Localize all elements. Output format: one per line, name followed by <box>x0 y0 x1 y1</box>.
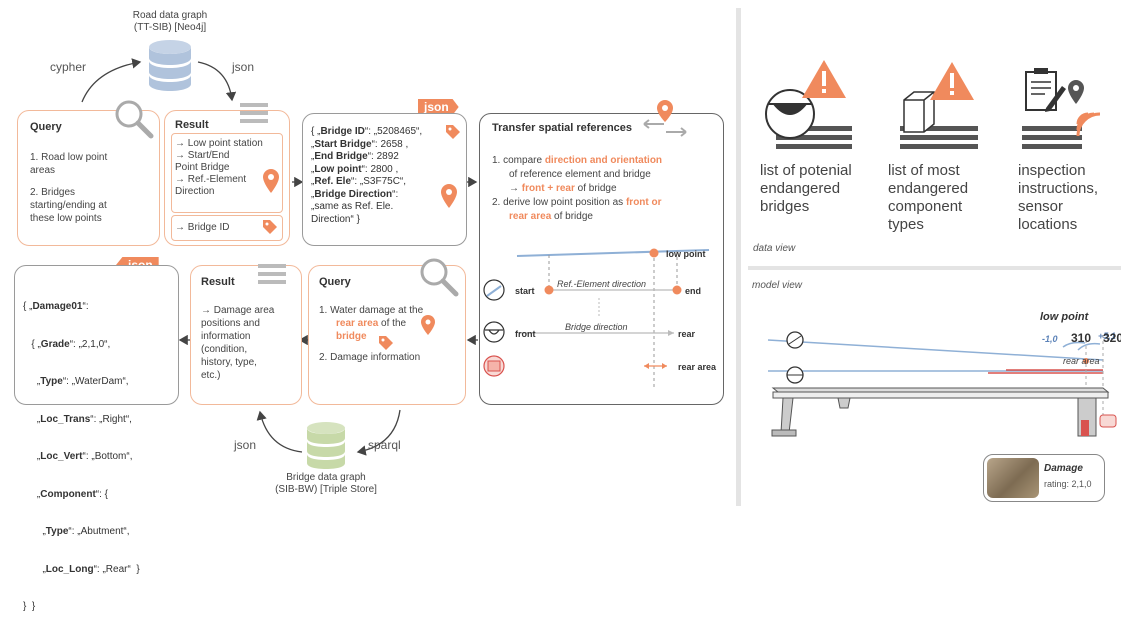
list-icon <box>240 103 268 123</box>
value-pos: +5,1 <box>1098 331 1116 341</box>
front-label: front <box>515 329 536 339</box>
result2-title: Result <box>201 276 235 288</box>
location-pin-icon <box>441 184 457 208</box>
json-tag-top: json <box>418 99 459 115</box>
query-box-bridge: Query 1. Water damage at the rear area o… <box>308 265 466 405</box>
json-box-bridge: { „Damage01“: { „Grade“: „2,1,0“, „Type“… <box>14 265 179 612</box>
result-inner-box <box>171 133 283 213</box>
transfer-box: Transfer spatial references 1. compare d… <box>479 113 724 405</box>
json-box-road: { „Bridge ID“: „5208465“, „Start Bridge“… <box>302 113 467 246</box>
start-label: start <box>515 286 535 296</box>
json-label-top: json <box>232 60 255 74</box>
end-label: end <box>685 286 702 296</box>
transfer-title: Transfer spatial references <box>492 122 633 134</box>
model-view-label: model view <box>752 280 803 291</box>
bridge-model <box>767 331 1117 437</box>
json-bridge-content: { „Damage01“: { „Grade“: „2,1,0“, „Type“… <box>23 301 140 612</box>
transfer-diagram <box>483 248 710 390</box>
tag-icon <box>379 336 393 350</box>
database-icon <box>307 422 345 469</box>
model-low-point-label: low point <box>1040 311 1089 323</box>
value-neg: -1,0 <box>1042 334 1058 344</box>
list-icon <box>258 264 286 284</box>
connector-arrows <box>81 58 478 456</box>
damage-rating: rating: 2,1,0 <box>1044 479 1092 489</box>
low-point-label: low point <box>666 249 706 259</box>
vertical-divider <box>736 8 741 506</box>
value-320: 320 <box>1103 331 1121 345</box>
location-pin-icon <box>421 315 435 335</box>
bridge-id-label: → Bridge ID <box>175 222 230 233</box>
road-db-title: Road data graph(TT-SIB) [Neo4j] <box>132 10 208 33</box>
tag-icon <box>446 125 460 139</box>
result-box-bridge: Result → Damage area positions and infor… <box>190 265 302 405</box>
result2-list: → Damage area positions and information … <box>201 305 275 381</box>
bridge-id-box <box>171 215 283 241</box>
rear-area-label: rear area <box>678 362 717 372</box>
damage-photo <box>987 458 1039 498</box>
magnifier-icon <box>115 100 154 139</box>
transfer-pin-icon <box>643 100 687 137</box>
model-rear-area-label: rear area <box>1063 356 1100 366</box>
result-list: → Low point station→ Start/End Point Bri… <box>175 138 263 197</box>
magnifier-icon <box>420 258 459 297</box>
rear-label: rear <box>678 329 696 339</box>
transfer-steps: 1. compare direction and orientation of … <box>492 155 663 222</box>
bridge-warning-icon <box>765 60 852 149</box>
damage-title: Damage <box>1044 463 1083 474</box>
bridge-direction-label: Bridge direction <box>565 322 628 332</box>
tag-icon <box>263 220 277 234</box>
ref-direction-label: Ref.-Element direction <box>557 279 647 289</box>
bridge-db-title: Bridge data graph(SIB-BW) [Triple Store] <box>275 472 377 495</box>
location-pin-icon <box>263 169 279 193</box>
query2-title: Query <box>319 276 351 288</box>
query2-list: 1. Water damage at the rear area of the … <box>319 305 424 363</box>
query-title: Query <box>30 121 62 133</box>
result-title: Result <box>175 119 209 131</box>
data-view-label: data view <box>753 243 796 254</box>
database-icon <box>149 40 191 91</box>
component-warning-icon <box>900 62 978 149</box>
json-label-bottom: json <box>234 438 257 452</box>
cypher-label: cypher <box>50 60 87 74</box>
inspection-sensor-icon <box>1022 68 1101 149</box>
value-310: 310 <box>1071 331 1092 345</box>
sparql-label: sparql <box>368 438 401 452</box>
damage-callout: Damage rating: 2,1,0 <box>983 454 1105 502</box>
json-road-content: { „Bridge ID“: „5208465“, „Start Bridge“… <box>311 126 423 225</box>
horizontal-divider <box>748 266 1121 270</box>
